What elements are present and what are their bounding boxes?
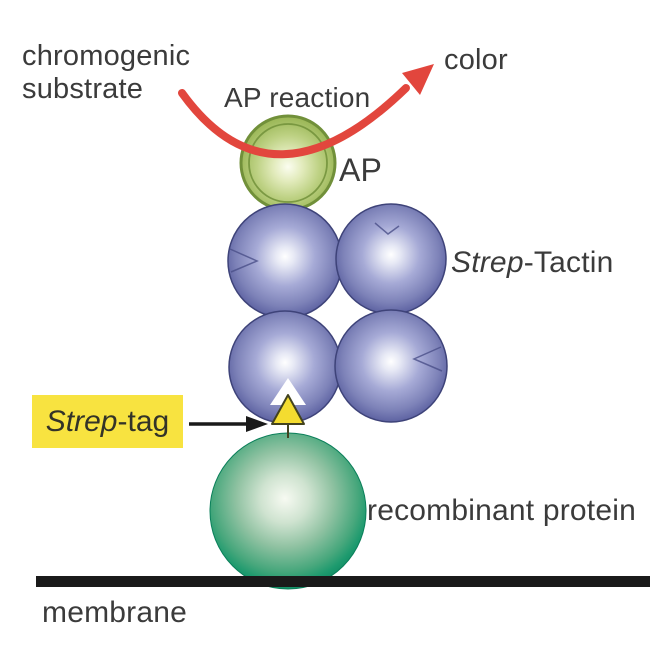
- reaction-arrow-curve: [178, 84, 410, 159]
- binding-pocket-notch: [270, 378, 306, 405]
- recombinant-protein-sphere: [209, 432, 367, 590]
- strep-tag-highlight-label: Strep-tag: [32, 395, 183, 448]
- recombinant-protein-label: recombinant protein: [367, 494, 636, 527]
- strep-tag-label-italic: Strep: [45, 404, 118, 438]
- strep-tactin-label: Strep-Tactin: [451, 246, 613, 280]
- chromogenic-substrate-line1: chromogenic: [22, 40, 191, 72]
- chromogenic-substrate-label: chromogenic substrate: [22, 40, 190, 106]
- strep-tactin-label-rest: -Tactin: [523, 246, 614, 279]
- ap-enzyme-label: AP: [339, 152, 383, 188]
- membrane-line: [36, 576, 650, 587]
- strep-tactin-subunit-top-left: [227, 203, 343, 319]
- subunit-pocket-mark-top-left: [229, 248, 259, 273]
- pointer-arrow-head: [246, 416, 268, 432]
- color-product-label: color: [444, 44, 508, 76]
- ap-enzyme-sphere-inner-ring: [248, 123, 328, 203]
- strep-tactin-label-italic: Strep: [451, 246, 524, 279]
- membrane-label: membrane: [42, 596, 187, 629]
- strep-tactin-subunit-bottom-right: [334, 309, 448, 423]
- subunit-pocket-mark-bottom-right: [412, 346, 443, 372]
- strep-tag-triangle: [271, 394, 305, 425]
- strep-tactin-subunit-top-right: [335, 203, 447, 315]
- subunit-pocket-mark-top-right: [374, 222, 400, 235]
- ap-reaction-label: AP reaction: [224, 82, 371, 113]
- strep-tag-label-rest: -tag: [117, 404, 170, 438]
- chromogenic-substrate-line2: substrate: [22, 73, 144, 105]
- ap-enzyme-sphere: [239, 114, 337, 212]
- reaction-arrow-head: [402, 64, 434, 95]
